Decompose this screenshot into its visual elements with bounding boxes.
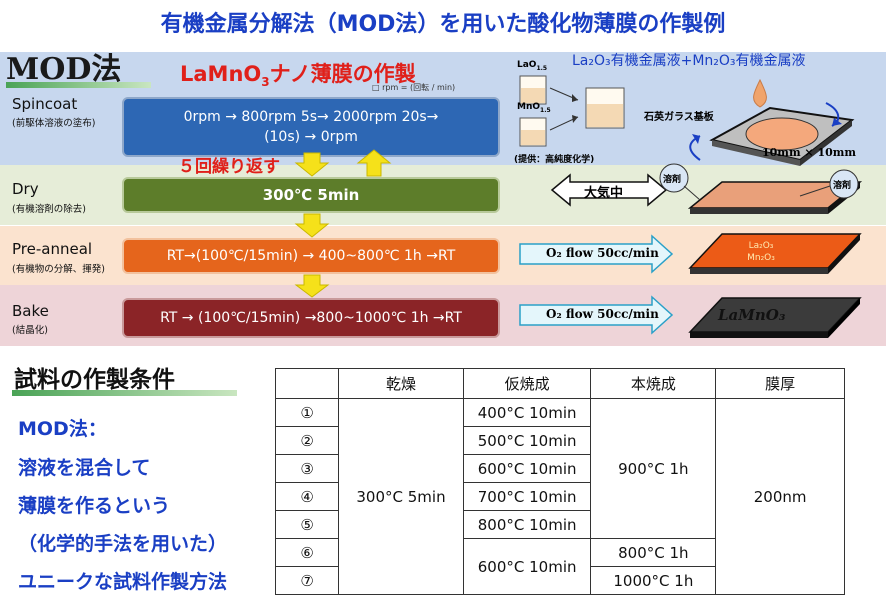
sample-id: ④ (274, 482, 340, 511)
mod-desc-line-5: ユニークな試料作製方法 (18, 571, 228, 593)
solvent-bubble-icon (829, 169, 859, 199)
mn-label: MnO1.5 (517, 102, 551, 114)
step-sub-dry: (有機溶剤の除去) (12, 204, 86, 215)
table-row: ⑤ 800°C 10min (274, 510, 845, 539)
down-arrow-icon (294, 213, 330, 238)
sample-id: ⑦ (274, 566, 340, 595)
la-label: LaO1.5 (517, 60, 548, 72)
spincoat-line-2: (10s) → 0rpm (264, 129, 358, 145)
pre-condition-cell: 400°C 10min (462, 398, 592, 427)
pre-condition-cell: 700°C 10min (462, 482, 592, 511)
bake-process-box: RT → (100℃/15min) →800~1000℃ 1h →RT (122, 298, 500, 338)
mod-desc-line-3: 薄膜を作るという (18, 495, 171, 517)
conditions-table: 乾燥 仮焼成 本焼成 膜厚 ① 300°C 5min 400°C 10min 9… (274, 368, 845, 595)
table-row: ① 300°C 5min 400°C 10min 900°C 1h 200nm (274, 398, 845, 595)
table-row: ⑥ 600°C 10min 800°C 1h (274, 538, 845, 595)
table-row: ③ 600°C 10min (274, 454, 845, 483)
substrate-label: 石英ガラス基板 (644, 112, 714, 123)
solvent-bubble-icon (659, 163, 689, 193)
bake-condition-cell: 1000°C 1h (590, 566, 717, 595)
step-sub-pre-anneal: (有機物の分解、揮発) (12, 264, 105, 275)
pre-condition-cell: 500°C 10min (462, 426, 592, 455)
pre-condition-cell: 600°C 10min (462, 454, 592, 483)
mod-desc-line-4: （化学的手法を用いた） (18, 533, 228, 555)
step-name-spincoat: Spincoat (12, 95, 78, 113)
mod-desc-line-2: 溶液を混合して (18, 457, 151, 479)
step-name-dry: Dry (12, 180, 39, 198)
o2-flow-arrow-icon (519, 295, 674, 335)
film-title: LaMnO3ナノ薄膜の作製 (180, 62, 416, 90)
samples-title: 試料の作製条件 (14, 367, 175, 393)
air-label: 大気中 (584, 186, 624, 201)
sample-id: ② (274, 426, 340, 455)
final-film-label: LaMnO₃ (718, 306, 786, 324)
down-arrow-icon (294, 152, 330, 177)
source-note: (提供：高純度化学) (514, 155, 595, 165)
up-arrow-icon (356, 149, 392, 177)
pre-condition-cell: 600°C 10min (462, 538, 592, 595)
down-arrow-icon (294, 274, 330, 298)
step-name-bake: Bake (12, 302, 49, 320)
size-label: 10mm × 10mm (762, 146, 857, 159)
solution-title: La₂O₃有機金属液+Mn₂O₃有機金属液 (572, 53, 806, 69)
mod-header-underline (6, 82, 151, 88)
bake-condition-cell: 800°C 1h (590, 538, 717, 567)
mod-header: MOD法 (6, 52, 122, 87)
samples-title-underline (12, 390, 237, 396)
solvent-label-right: 溶剤 (833, 181, 852, 191)
step-sub-bake: (結晶化) (12, 325, 48, 336)
sample-id: ⑥ (274, 538, 340, 567)
repeat-note: ５回繰り返す (178, 157, 280, 177)
dry-condition-cell: 300°C 5min (338, 398, 464, 595)
sample-id: ③ (274, 454, 340, 483)
page-title: 有機金属分解法（MOD法）を用いた酸化物薄膜の作製例 (160, 12, 726, 37)
table-header-dry: 乾燥 (338, 368, 464, 399)
spincoat-process-box: 0rpm → 800rpm 5s→ 2000rpm 20s→ (10s) → 0… (122, 97, 500, 157)
table-header-row: 乾燥 仮焼成 本焼成 膜厚 (274, 368, 845, 399)
table-header-thickness: 膜厚 (715, 368, 845, 399)
pre-condition-cell: 800°C 10min (462, 510, 592, 539)
step-name-pre-anneal: Pre-anneal (12, 240, 93, 258)
rpm-note: □ rpm = (回転 / min) (372, 83, 456, 92)
table-header-pre: 仮焼成 (462, 368, 592, 399)
table-header-id (274, 368, 340, 399)
mod-desc-line-1: MOD法： (18, 418, 107, 440)
o2-flow-label-1: O₂ flow 50cc/min (546, 246, 659, 260)
solvent-label-left: 溶剤 (663, 175, 682, 185)
sample-id: ① (274, 398, 340, 427)
o2-flow-label-2: O₂ flow 50cc/min (546, 307, 659, 321)
thickness-cell: 200nm (715, 398, 845, 595)
table-header-bake: 本焼成 (590, 368, 717, 399)
table-row: ⑦ 1000°C 1h (274, 566, 845, 595)
droplet-icon (753, 78, 767, 108)
step-sub-spincoat: (前駆体溶液の塗布) (12, 118, 96, 129)
bake-condition-cell: 900°C 1h (590, 398, 717, 539)
dry-process-box: 300℃ 5min (122, 177, 500, 213)
sample-id: ⑤ (274, 510, 340, 539)
spincoat-line-1: 0rpm → 800rpm 5s→ 2000rpm 20s→ (183, 109, 439, 125)
o2-flow-arrow-icon (519, 234, 674, 274)
spread-solution-icon (745, 117, 819, 151)
pre-anneal-process-box: RT→(100℃/15min) → 400~800℃ 1h →RT (122, 238, 500, 274)
